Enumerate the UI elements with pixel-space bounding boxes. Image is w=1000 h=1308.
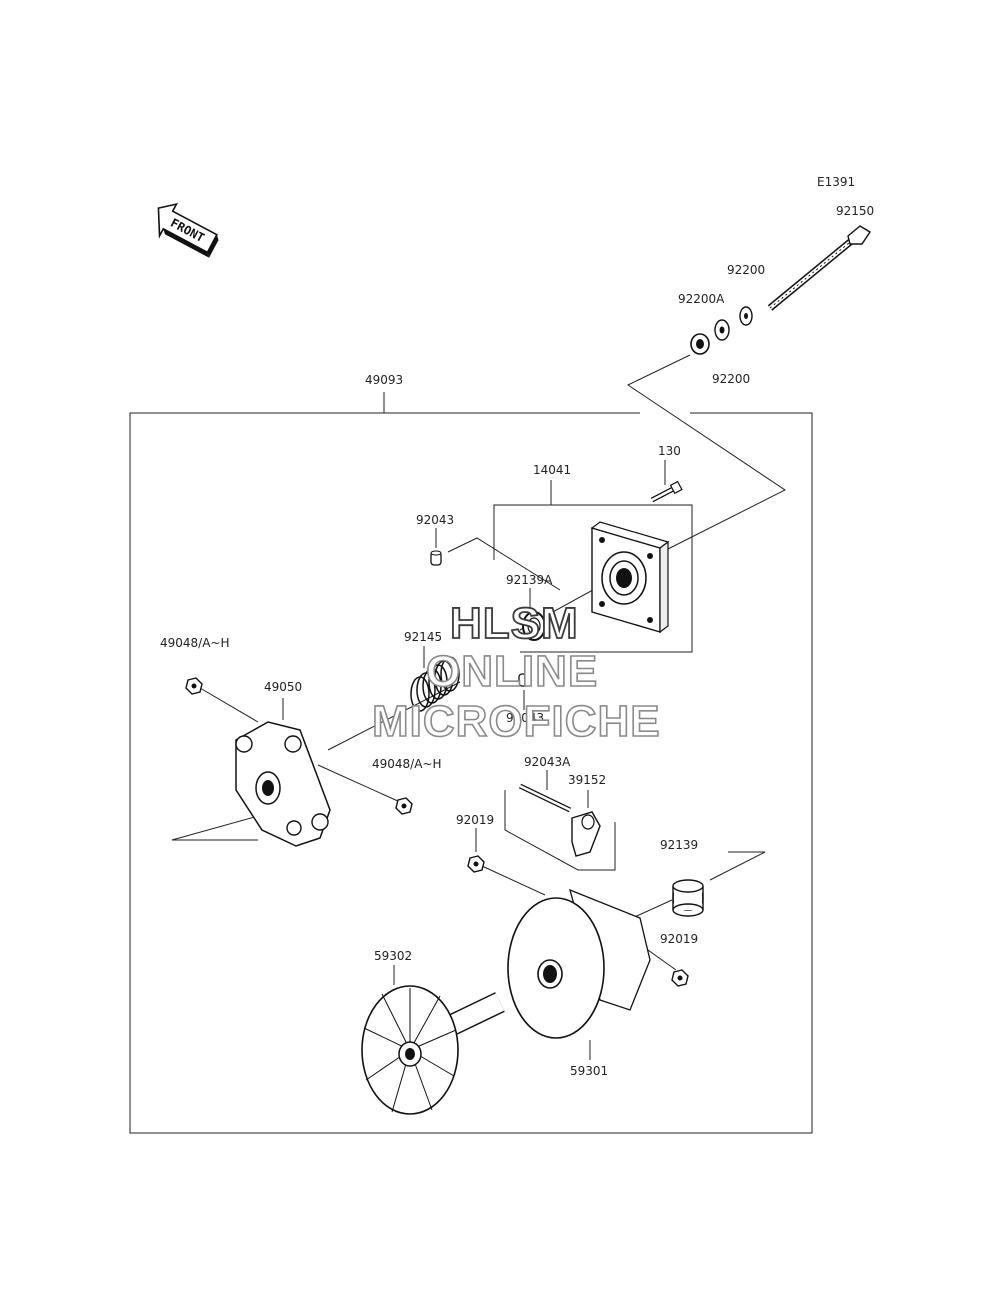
label-92019-right: 92019 xyxy=(660,932,698,946)
nut-49048-left xyxy=(185,677,203,695)
label-92043-top: 92043 xyxy=(416,513,454,527)
washer-92200-a xyxy=(739,306,753,326)
label-92145: 92145 xyxy=(404,630,442,644)
label-92139: 92139 xyxy=(660,838,698,852)
front-arrow-icon: FRONT xyxy=(157,202,219,258)
label-92200-bottom: 92200 xyxy=(712,372,750,386)
washer-92200A xyxy=(690,333,710,355)
nut-49048-right xyxy=(395,797,413,815)
label-92043-bottom: 92043 xyxy=(506,711,544,725)
cover-14041 xyxy=(590,521,670,634)
diagram-id: E1391 xyxy=(817,175,855,189)
bolt-92150 xyxy=(767,225,871,311)
label-92200-top: 92200 xyxy=(727,263,765,277)
label-92150: 92150 xyxy=(836,204,874,218)
screw-130 xyxy=(650,480,683,503)
watermark-line3: MICROFICHE xyxy=(372,697,661,746)
label-92043A: 92043A xyxy=(524,755,571,769)
label-92139A: 92139A xyxy=(506,573,553,587)
label-14041: 14041 xyxy=(533,463,571,477)
shaft-92043A xyxy=(518,783,572,813)
watermark-line2: ONLINE xyxy=(426,647,598,696)
roller-39152 xyxy=(571,811,601,857)
label-59302: 59302 xyxy=(374,949,412,963)
label-59301: 59301 xyxy=(570,1064,608,1078)
label-92019-left: 92019 xyxy=(456,813,494,827)
spring-92145 xyxy=(410,656,460,712)
label-49093: 49093 xyxy=(365,373,403,387)
nut-92019-left xyxy=(467,855,485,873)
bushing-92139 xyxy=(672,879,704,917)
watermark-line1: HLSM xyxy=(450,599,579,648)
pin-92043-bottom xyxy=(518,673,530,687)
label-39152: 39152 xyxy=(568,773,606,787)
sheave-59301 xyxy=(507,888,651,1039)
label-130: 130 xyxy=(658,444,681,458)
sheave-59302 xyxy=(361,985,505,1115)
assembly-frame xyxy=(129,392,813,1134)
washer-92200-b xyxy=(714,319,730,341)
bushing-92139A xyxy=(522,611,546,641)
pin-92043-top xyxy=(430,550,442,566)
label-49048-left: 49048/A~H xyxy=(160,636,230,650)
label-49048-right: 49048/A~H xyxy=(372,757,442,771)
spider-49050 xyxy=(235,721,331,847)
label-92200A: 92200A xyxy=(678,292,725,306)
label-49050: 49050 xyxy=(264,680,302,694)
nut-92019-right xyxy=(671,969,689,987)
